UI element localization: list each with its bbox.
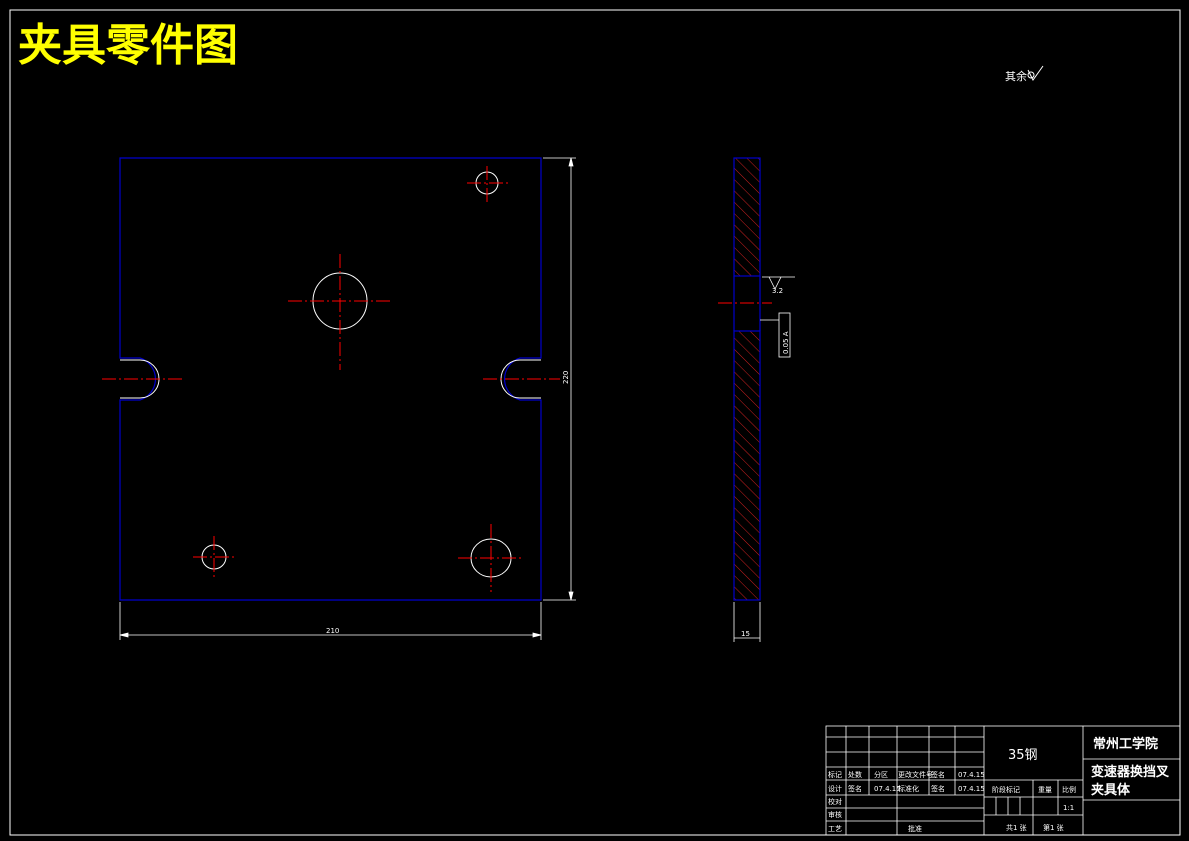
section-upper (733, 157, 761, 277)
side-view: 3.2 0.05 A 15 (718, 157, 795, 642)
approve-label: 批准 (908, 824, 922, 833)
design-label: 设计 (828, 784, 842, 793)
stage-label: 阶段标记 (992, 785, 1020, 794)
row-label-1: 处数 (848, 770, 862, 779)
row-label-4: 签名 (931, 770, 945, 779)
row-date: 07.4.15 (958, 771, 985, 779)
check-label: 校对 (828, 797, 842, 806)
scale-label: 比例 (1062, 785, 1076, 794)
drawing-frame (9, 9, 1181, 836)
roughness-value: 3.2 (772, 287, 783, 295)
part-name-line1: 变速器换挡叉 (1091, 764, 1170, 780)
material: 35钢 (1008, 748, 1038, 763)
design-sign: 签名 (848, 784, 862, 793)
standard-sign: 签名 (931, 784, 945, 793)
design-date: 07.4.15 (874, 785, 901, 793)
standard-date: 07.4.15 (958, 785, 985, 793)
thickness-dimension-text: 15 (741, 630, 750, 638)
school-name: 常州工学院 (1093, 736, 1158, 752)
title-block (825, 725, 1181, 836)
height-dimension (543, 157, 576, 601)
weight-label: 重量 (1038, 786, 1052, 794)
thickness-dimension (733, 602, 761, 642)
plate-outline (119, 157, 542, 601)
section-lower (733, 330, 761, 601)
row-label-0: 标记 (828, 770, 842, 779)
width-dimension-text: 210 (326, 627, 339, 635)
roughness-note-text: 其余 (1005, 69, 1027, 83)
part-name-line2: 夹具体 (1091, 782, 1131, 798)
roughness-check-icon (1027, 65, 1044, 81)
page-title: 夹具零件图 (18, 20, 238, 71)
row-label-2: 分区 (874, 770, 888, 779)
front-view: 210 220 (102, 157, 576, 640)
roughness-symbol-icon (762, 276, 795, 290)
scale-value: 1:1 (1063, 804, 1074, 812)
row-label-3: 更改文件号 (898, 770, 933, 779)
height-dimension-text: 220 (562, 371, 570, 384)
sheet-total: 共1 张 (1006, 823, 1027, 832)
roughness-circle-icon (1027, 71, 1035, 79)
width-dimension (119, 602, 542, 640)
tolerance-frame (778, 312, 791, 358)
centerlines (102, 166, 560, 592)
tolerance-text: 0.05 A (782, 331, 790, 354)
process-label: 工艺 (828, 825, 842, 833)
review-label: 审核 (828, 810, 842, 819)
standard-label: 标准化 (898, 784, 919, 793)
roughness-note: 其余 (1005, 65, 1044, 83)
sheet-number: 第1 张 (1043, 823, 1064, 832)
